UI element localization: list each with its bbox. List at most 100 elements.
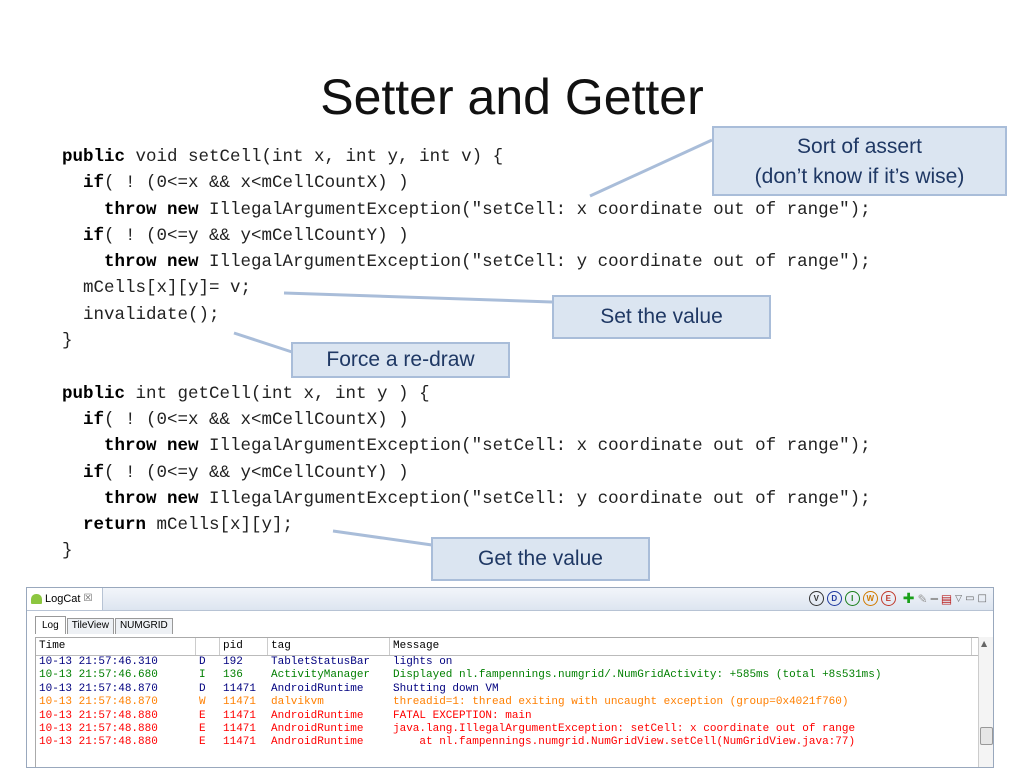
table-cell-msg: threadid=1: thread exiting with uncaught… — [393, 696, 849, 709]
code-keyword: public — [62, 383, 126, 404]
code-line: throw new IllegalArgumentException("setC… — [62, 197, 871, 223]
table-cell-time: 10-13 21:57:46.680 — [39, 669, 158, 682]
log-level-e-icon[interactable]: E — [880, 591, 896, 606]
code-line: if( ! (0<=x && x<mCellCountX) ) — [62, 170, 871, 196]
code-text: mCells[x][y]; — [146, 515, 294, 536]
column-header[interactable]: Message — [390, 638, 972, 655]
subtab-log[interactable]: Log — [35, 616, 66, 634]
code-text: } — [62, 541, 73, 562]
code-text: invalidate(); — [62, 304, 220, 325]
log-scrollbar[interactable]: ▲ — [978, 637, 993, 767]
table-cell-time: 10-13 21:57:46.310 — [39, 656, 158, 668]
code-keyword: if — [83, 225, 105, 246]
table-cell-tag: AndroidRuntime — [271, 682, 364, 695]
edit-filter-icon[interactable]: ✎ — [917, 591, 928, 606]
view-menu-icon[interactable]: ▽ — [955, 593, 963, 604]
table-cell-level: D — [199, 682, 206, 695]
column-header[interactable]: tag — [268, 638, 390, 655]
logcat-tab-label: LogCat — [45, 593, 81, 605]
callout-assert: Sort of assert (don’t know if it’s wise) — [712, 126, 1007, 196]
code-line: throw new IllegalArgumentException("setC… — [62, 433, 871, 459]
code-line: if( ! (0<=y && y<mCellCountY) ) — [62, 460, 871, 486]
clear-log-icon[interactable]: ▤ — [940, 591, 953, 606]
table-cell-pid: 11471 — [223, 696, 257, 709]
code-text: IllegalArgumentException("setCell: x coo… — [198, 199, 871, 220]
log-level-d-icon[interactable]: D — [826, 591, 842, 606]
table-cell-pid: 11471 — [223, 682, 257, 695]
code-line: if( ! (0<=x && x<mCellCountX) ) — [62, 407, 871, 433]
code-line: mCells[x][y]= v; — [62, 275, 871, 301]
leader-get-value — [332, 529, 433, 547]
code-keyword: if — [83, 409, 105, 430]
code-keyword: return — [83, 515, 147, 536]
minimize-icon[interactable]: ▭ — [965, 593, 975, 604]
log-level-w-icon[interactable]: W — [862, 591, 878, 606]
scroll-up-icon[interactable]: ▲ — [981, 639, 988, 648]
table-cell-msg: at nl.fampennings.numgrid.NumGridView.se… — [393, 736, 856, 749]
table-cell-tag: TabletStatusBar — [271, 656, 371, 668]
code-text: int getCell(int x, int y ) { — [125, 383, 430, 404]
log-level-i-icon[interactable]: I — [844, 591, 860, 606]
table-cell-level: E — [199, 722, 206, 735]
callout-leader-lines — [233, 138, 713, 547]
close-icon[interactable]: ☒ — [83, 593, 93, 604]
table-cell-tag: AndroidRuntime — [271, 722, 364, 735]
table-cell-msg: java.lang.IllegalArgumentException: setC… — [393, 722, 856, 735]
table-cell-tag: AndroidRuntime — [271, 709, 364, 722]
table-cell-msg: Displayed nl.fampennings.numgrid/.NumGri… — [393, 669, 882, 682]
add-filter-icon[interactable]: ✚ — [902, 590, 915, 607]
maximize-icon[interactable]: □ — [977, 593, 987, 604]
table-row[interactable]: 10-13 21:57:48.870 D 11471 AndroidRuntime Sh… — [36, 683, 986, 696]
code-text: IllegalArgumentException("setCell: x coo… — [198, 436, 871, 457]
scrollbar-thumb[interactable] — [980, 727, 993, 745]
logcat-view-tab[interactable]: LogCat ☒ — [27, 588, 104, 610]
setter-code: public void setCell(int x, int y, int v)… — [62, 144, 871, 354]
android-icon — [31, 594, 42, 604]
subtab-numgrid[interactable]: NUMGRID — [114, 618, 173, 634]
subtab-tileview[interactable]: TileView — [66, 618, 114, 634]
code-keyword: if — [83, 462, 105, 483]
table-cell-pid: 11471 — [223, 736, 257, 749]
code-line: public void setCell(int x, int y, int v)… — [62, 144, 871, 170]
column-header[interactable]: pid — [220, 638, 268, 655]
callout-assert-line1: Sort of assert — [797, 135, 922, 158]
table-row[interactable]: 10-13 21:57:46.680 I 136 ActivityManager Dis… — [36, 669, 986, 682]
remove-filter-icon[interactable]: ━ — [930, 591, 938, 606]
table-cell-msg: FATAL EXCEPTION: main — [393, 709, 532, 722]
callout-set-value: Set the value — [552, 295, 771, 339]
table-cell-pid: 11471 — [223, 722, 257, 735]
table-cell-tag: AndroidRuntime — [271, 736, 364, 749]
table-cell-pid: 136 — [223, 669, 243, 682]
log-level-v-icon[interactable]: V — [808, 591, 824, 606]
table-cell-tag: ActivityManager — [271, 669, 371, 682]
column-header[interactable]: Time — [36, 638, 196, 655]
code-line: throw new IllegalArgumentException("setC… — [62, 249, 871, 275]
code-keyword: if — [83, 173, 105, 194]
callout-redraw: Force a re-draw — [291, 342, 510, 378]
column-header[interactable] — [196, 638, 220, 655]
table-cell-level: I — [199, 669, 206, 682]
table-cell-time: 10-13 21:57:48.870 — [39, 696, 158, 709]
callout-get-value: Get the value — [431, 537, 650, 581]
code-line: if( ! (0<=y && y<mCellCountY) ) — [62, 223, 871, 249]
table-cell-tag: dalvikvm — [271, 696, 324, 709]
code-block: public void setCell(int x, int y, int v)… — [62, 144, 871, 565]
table-cell-level: E — [199, 736, 206, 749]
table-cell-msg: Shutting down VM — [393, 682, 499, 695]
leader-assert — [589, 138, 713, 198]
code-text: ( ! (0<=y && y<mCellCountY) ) — [104, 225, 409, 246]
leader-set-value — [283, 291, 553, 304]
table-cell-pid: 11471 — [223, 709, 257, 722]
code-text: ( ! (0<=x && x<mCellCountX) ) — [104, 409, 409, 430]
table-cell-time: 10-13 21:57:48.870 — [39, 682, 158, 695]
code-line: } — [62, 538, 871, 564]
